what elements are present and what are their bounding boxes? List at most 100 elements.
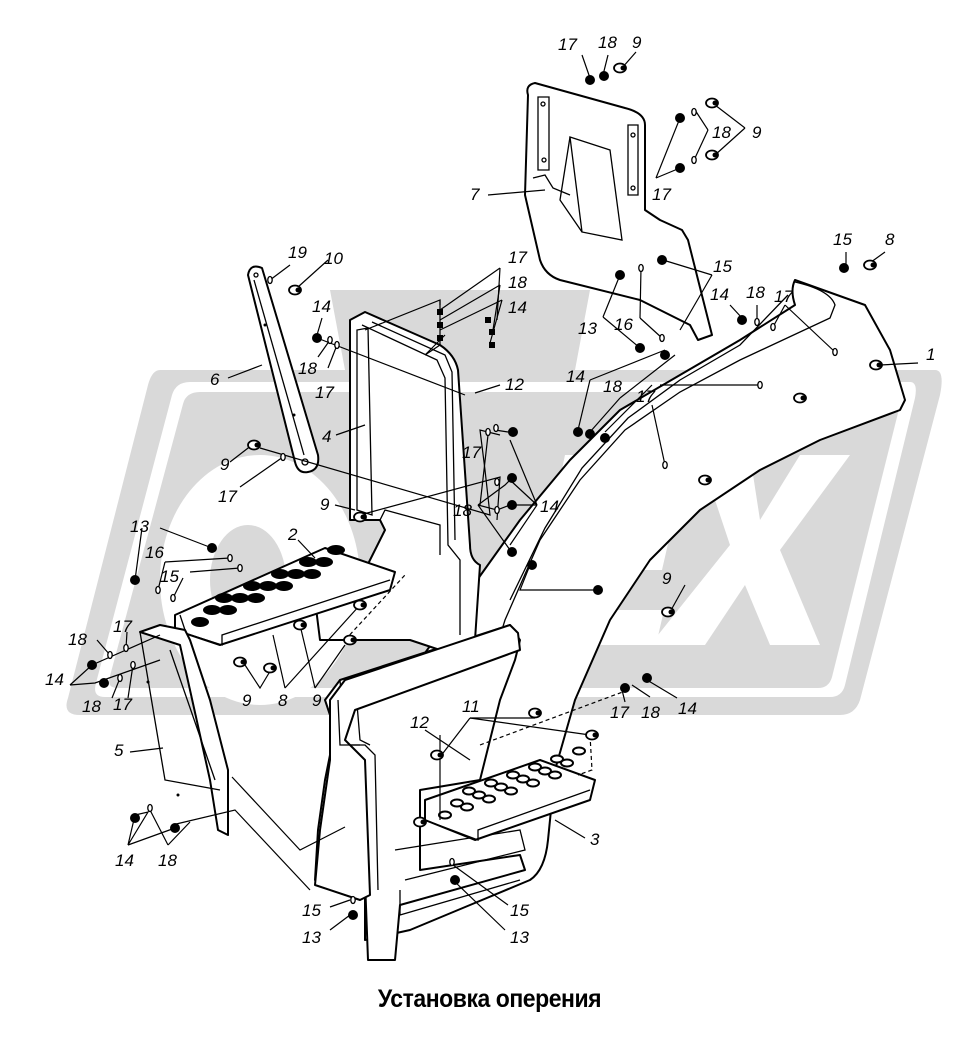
bolt-head-icon — [876, 362, 882, 368]
callout-15: 15 — [713, 257, 732, 276]
washer-icon — [327, 335, 333, 345]
nut-icon — [348, 910, 358, 920]
callout-9: 9 — [220, 455, 230, 474]
callout-14: 14 — [508, 298, 527, 317]
nut-icon — [130, 575, 140, 585]
step-hole — [287, 569, 305, 579]
washer-icon — [638, 263, 644, 273]
nut-icon — [170, 823, 180, 833]
step-hole — [472, 790, 486, 800]
callout-17: 17 — [558, 35, 577, 54]
callout-15: 15 — [833, 230, 852, 249]
washer-icon — [659, 333, 665, 343]
step-hole — [303, 569, 321, 579]
callout-17: 17 — [462, 443, 481, 462]
step-hole — [572, 746, 586, 756]
bolt-head-icon — [295, 287, 301, 293]
washer-icon — [691, 155, 697, 165]
nut-icon — [87, 660, 97, 670]
callout-9: 9 — [752, 123, 762, 142]
callout-18: 18 — [82, 697, 101, 716]
step-hole — [450, 798, 464, 808]
nut-icon — [600, 433, 610, 443]
callout-18: 18 — [158, 851, 177, 870]
callout-17: 17 — [508, 248, 527, 267]
step-hole — [538, 766, 552, 776]
callout-9: 9 — [320, 495, 330, 514]
callout-9: 9 — [632, 33, 642, 52]
step-hole — [506, 770, 520, 780]
callout-13: 13 — [510, 928, 529, 947]
callout-18: 18 — [603, 377, 622, 396]
callout-14: 14 — [312, 297, 331, 316]
bolt-head-icon — [360, 602, 366, 608]
callout-9: 9 — [662, 569, 672, 588]
callout-16: 16 — [614, 315, 633, 334]
washer-icon — [754, 317, 760, 327]
nut-icon — [507, 473, 517, 483]
callout-8: 8 — [278, 691, 288, 710]
nut-icon — [450, 875, 460, 885]
washer-icon — [494, 505, 500, 515]
bolt-head-icon — [420, 819, 426, 825]
spacer-icon — [489, 329, 495, 335]
spacer-icon — [485, 317, 491, 323]
washer-icon — [170, 593, 176, 603]
callout-14: 14 — [678, 699, 697, 718]
step-hole — [191, 617, 209, 627]
washer-icon — [691, 107, 697, 117]
nut-icon — [593, 585, 603, 595]
callout-17: 17 — [636, 387, 655, 406]
step-hole — [271, 569, 289, 579]
washer-icon — [770, 322, 776, 332]
washer-icon — [155, 585, 161, 595]
nut-icon — [527, 560, 537, 570]
callout-9: 9 — [242, 691, 252, 710]
bolt-head-icon — [270, 665, 276, 671]
washer-icon — [757, 380, 763, 390]
step-hole — [462, 786, 476, 796]
bolt-head-icon — [350, 637, 356, 643]
bolt-head-icon — [592, 732, 598, 738]
callout-10: 10 — [324, 249, 343, 268]
step-hole — [482, 794, 496, 804]
spacer-icon — [437, 309, 443, 315]
step-hole — [438, 810, 452, 820]
nut-icon — [675, 113, 685, 123]
callout-17: 17 — [652, 185, 671, 204]
bolt-head-icon — [254, 442, 260, 448]
nut-icon — [615, 270, 625, 280]
step-hole — [560, 758, 574, 768]
step-hole — [231, 593, 249, 603]
callout-11: 11 — [462, 697, 480, 716]
step-hole — [494, 782, 508, 792]
washer-icon — [832, 347, 838, 357]
nut-icon — [573, 427, 583, 437]
bolt-head-icon — [712, 100, 718, 106]
step-hole — [504, 786, 518, 796]
callout-7: 7 — [470, 185, 480, 204]
washer-icon — [485, 427, 491, 437]
callout-18: 18 — [598, 33, 617, 52]
callout-13: 13 — [302, 928, 321, 947]
nut-icon — [737, 315, 747, 325]
washer-icon — [493, 423, 499, 433]
step-hole — [275, 581, 293, 591]
bolt-head-icon — [668, 609, 674, 615]
spacer-icon — [437, 335, 443, 341]
center-lower-panel — [314, 624, 521, 901]
step-hole — [526, 778, 540, 788]
step-hole — [550, 754, 564, 764]
bolt-head-icon — [705, 477, 711, 483]
step-hole — [548, 770, 562, 780]
washer-icon — [267, 275, 273, 285]
right-step-holes — [438, 746, 586, 820]
nut-icon — [635, 343, 645, 353]
bolt-head-icon — [620, 65, 626, 71]
callout-labels: 17 18 9 18 9 17 7 15 8 15 14 18 17 1 13 … — [45, 33, 935, 947]
step-hole — [243, 581, 261, 591]
washer-icon — [449, 857, 455, 867]
step-hole — [247, 593, 265, 603]
callout-18: 18 — [508, 273, 527, 292]
washer-icon — [130, 660, 136, 670]
